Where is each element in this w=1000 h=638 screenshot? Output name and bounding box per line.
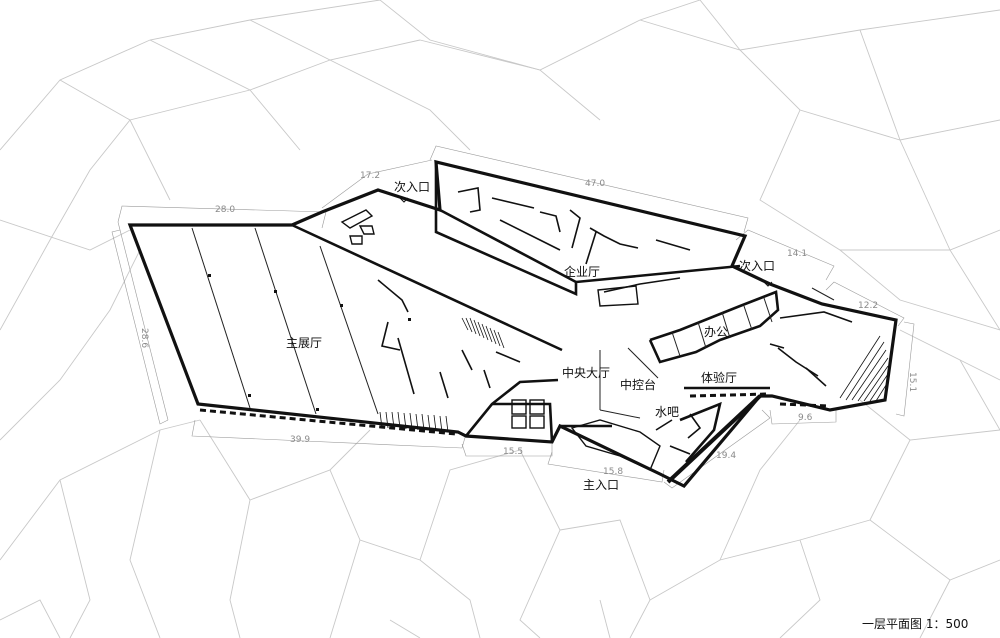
small-blocks: [340, 209, 639, 307]
dim-17-2: 17.2: [360, 171, 380, 181]
chevron-icon: [763, 281, 773, 287]
glazing-strip: [199, 392, 831, 436]
dim-28-0: 28.0: [215, 205, 235, 215]
chevron-icon: [399, 197, 409, 203]
dim-28-6: 28.6: [139, 328, 149, 348]
dim-47-0: 47.0: [585, 179, 605, 189]
label-enterprise-hall: 企业厅: [564, 264, 600, 279]
dim-12-2: 12.2: [858, 301, 878, 311]
label-water-bar: 水吧: [655, 405, 679, 419]
building-outline: [127, 159, 898, 488]
label-secondary-entrance-top: 次入口: [394, 180, 430, 194]
service-core: [511, 399, 545, 429]
dimension-lines: [111, 145, 915, 489]
room-labels: 主展厅 次入口 企业厅 次入口 中央大厅 中控台 办公 体验厅 水吧 主入口: [286, 180, 775, 492]
dim-15-1: 15.1: [907, 372, 917, 392]
dim-15-8: 15.8: [603, 467, 623, 477]
label-experience-hall: 体验厅: [701, 370, 737, 385]
interior-walls: [291, 162, 780, 463]
partitions: [191, 227, 835, 419]
dim-39-9: 39.9: [290, 435, 310, 445]
entrance-arrow-icons: [399, 197, 773, 287]
entrance-canopy: [570, 394, 762, 484]
exhibit-objects: [377, 187, 853, 455]
label-central-hall: 中央大厅: [562, 365, 610, 380]
label-secondary-entrance-right: 次入口: [739, 259, 775, 273]
drawing-title: 一层平面图 1：500: [862, 617, 968, 631]
dim-14-1: 14.1: [787, 249, 807, 259]
dimension-labels: 28.0 17.2 47.0 14.1 12.2 28.6 15.1 39.9 …: [139, 171, 917, 477]
label-main-entrance: 主入口: [583, 478, 619, 492]
stair-hatching: [379, 317, 889, 433]
dim-9-6: 9.6: [798, 413, 813, 423]
dim-15-5: 15.5: [503, 447, 523, 457]
dim-19-4: 19.4: [716, 451, 736, 461]
label-console: 中控台: [620, 377, 656, 392]
label-main-hall: 主展厅: [286, 336, 322, 350]
columns: [208, 274, 411, 411]
label-office: 办公: [704, 324, 728, 339]
